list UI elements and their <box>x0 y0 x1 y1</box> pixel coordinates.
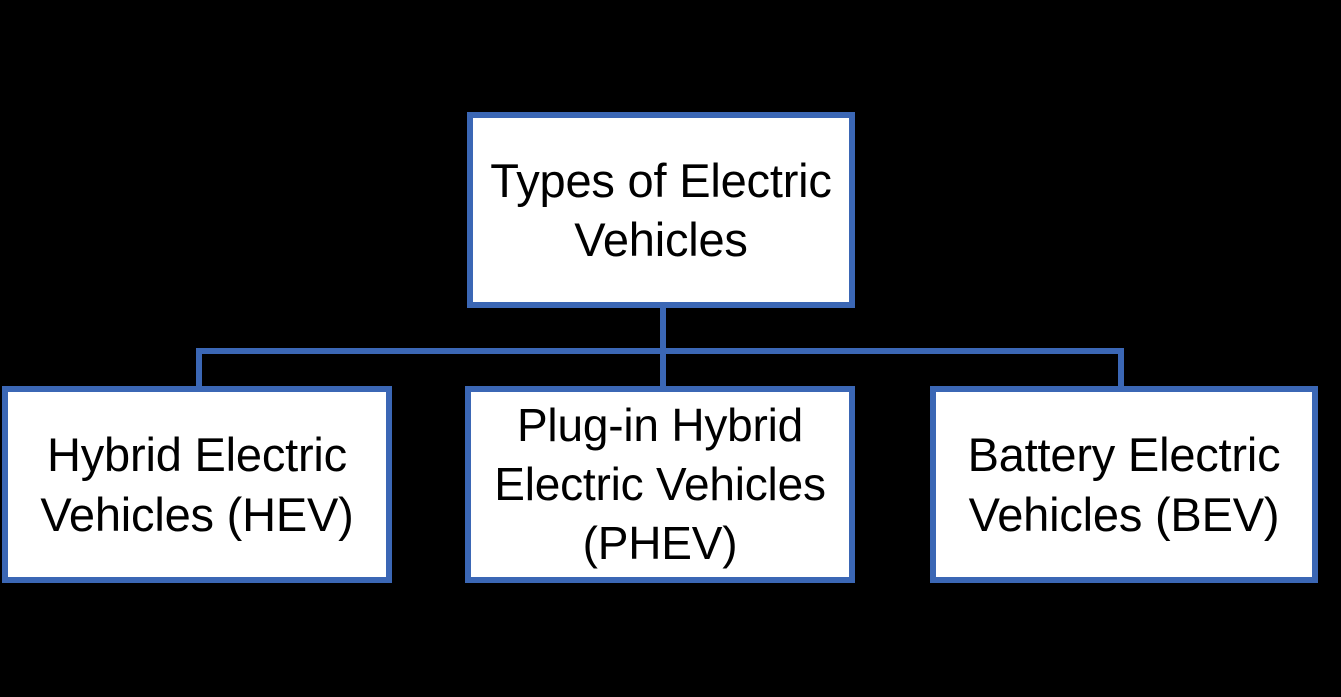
node-label-root: Types of Electric Vehicles <box>490 153 832 266</box>
node-label-bev: Battery Electric Vehicles (BEV) <box>967 428 1281 541</box>
node-label-phev: Plug-in Hybrid Electric Vehicles (PHEV) <box>494 399 826 569</box>
connector-root-vertical <box>660 306 666 354</box>
connector-stub-battery-electric-vehicles <box>1118 348 1124 388</box>
node-types-of-electric-vehicles: Types of Electric Vehicles <box>467 112 855 308</box>
node-plugin-hybrid-electric-vehicles: Plug-in Hybrid Electric Vehicles (PHEV) <box>465 386 855 583</box>
node-battery-electric-vehicles: Battery Electric Vehicles (BEV) <box>930 386 1318 583</box>
node-label-hev: Hybrid Electric Vehicles (HEV) <box>40 428 354 541</box>
connector-stub-plugin-hybrid-electric-vehicles <box>660 348 666 388</box>
node-hybrid-electric-vehicles: Hybrid Electric Vehicles (HEV) <box>2 386 392 583</box>
connector-stub-hybrid-electric-vehicles <box>196 348 202 388</box>
